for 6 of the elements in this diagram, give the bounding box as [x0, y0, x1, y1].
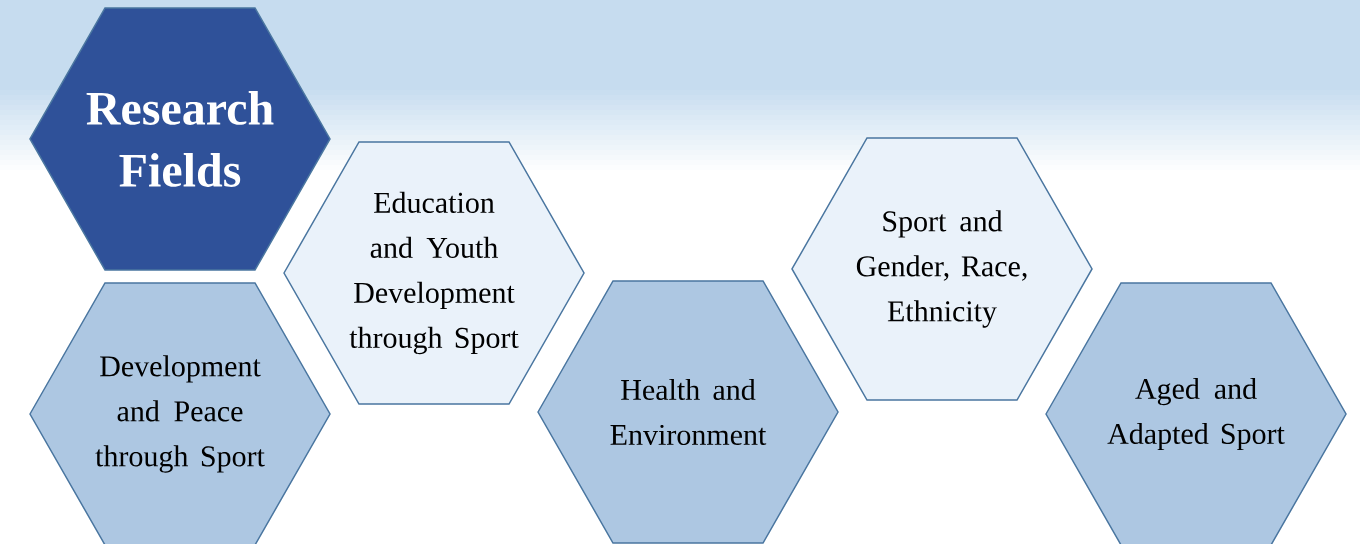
hexagon: Education and Youth Development through Sport [283, 141, 585, 405]
hexagon: Research Fields [29, 7, 331, 271]
hexagon: Sport and Gender, Race, Ethnicity [791, 137, 1093, 401]
hexagon: Development and Peace through Sport [29, 282, 331, 544]
hexagon: Health and Environment [537, 280, 839, 544]
hexagon: Aged and Adapted Sport [1045, 282, 1347, 544]
